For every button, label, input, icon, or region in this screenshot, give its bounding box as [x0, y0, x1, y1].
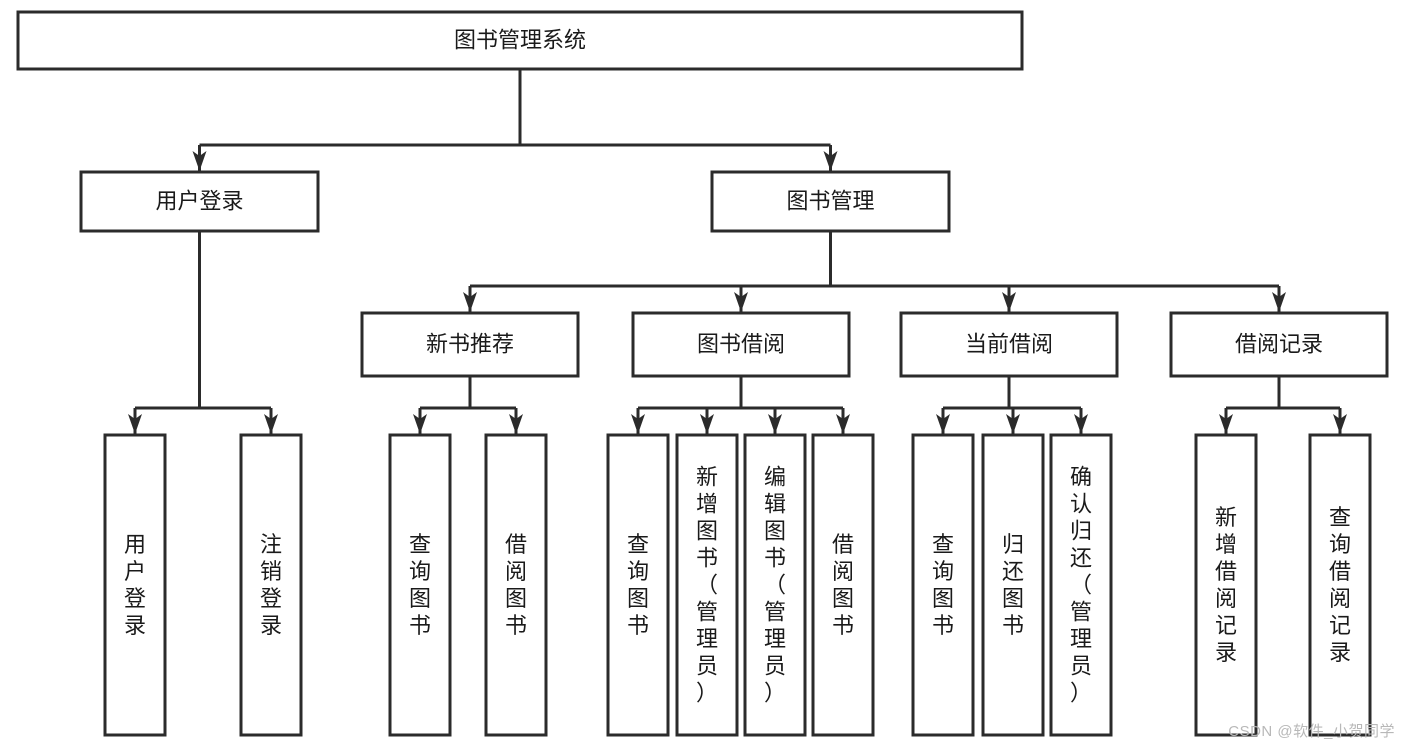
- node-box[interactable]: [360, 311, 580, 378]
- node-label: 用户登录: [124, 532, 146, 638]
- arrow-head-icon: [936, 414, 950, 434]
- node-box[interactable]: [388, 433, 452, 737]
- leaf-node[interactable]: 查询图书: [606, 433, 670, 737]
- leaf-node[interactable]: 归还图书: [981, 433, 1045, 737]
- leaf-node[interactable]: 借阅图书: [811, 433, 875, 737]
- node-box[interactable]: [981, 433, 1045, 737]
- node-label: 用户登录: [155, 188, 243, 213]
- leaf-node[interactable]: 借阅图书: [484, 433, 548, 737]
- node-label: 查询图书: [409, 532, 431, 638]
- arrow-head-icon: [192, 151, 207, 171]
- node-label: 查询图书: [627, 532, 649, 638]
- node-box[interactable]: [899, 311, 1119, 378]
- node-box[interactable]: [79, 170, 320, 233]
- arrow-head-icon: [768, 414, 782, 434]
- level2-node[interactable]: 图书借阅: [631, 311, 851, 378]
- node-box[interactable]: [631, 311, 851, 378]
- node-label: 注销登录: [260, 532, 282, 638]
- node-box[interactable]: [1049, 433, 1113, 737]
- node-box[interactable]: [675, 433, 739, 737]
- leaf-node[interactable]: 新增图书（管理员）: [675, 433, 739, 737]
- node-label: 图书借阅: [697, 331, 785, 356]
- node-label: 归还图书: [1002, 532, 1024, 638]
- arrow-head-icon: [700, 414, 714, 434]
- node-box[interactable]: [239, 433, 303, 737]
- node-box[interactable]: [103, 433, 167, 737]
- level2-node[interactable]: 借阅记录: [1169, 311, 1389, 378]
- node-label: 编辑图书（管理员）: [764, 465, 786, 706]
- arrow-head-icon: [413, 414, 427, 434]
- arrow-head-icon: [1272, 292, 1286, 312]
- node-box[interactable]: [743, 433, 807, 737]
- node-label: 当前借阅: [965, 331, 1053, 356]
- arrow-head-icon: [1074, 414, 1088, 434]
- arrow-head-icon: [128, 414, 142, 434]
- node-box[interactable]: [606, 433, 670, 737]
- level2-node[interactable]: 当前借阅: [899, 311, 1119, 378]
- connector-layer: [128, 69, 1347, 434]
- node-label: 新增借阅记录: [1215, 505, 1237, 665]
- node-label: 图书管理: [786, 188, 874, 213]
- leaf-node[interactable]: 用户登录: [103, 433, 167, 737]
- arrow-head-icon: [823, 151, 838, 171]
- arrow-head-icon: [1219, 414, 1233, 434]
- leaf-node[interactable]: 查询图书: [911, 433, 975, 737]
- leaf-node[interactable]: 新增借阅记录: [1194, 433, 1258, 737]
- node-label: 新增图书（管理员）: [696, 465, 718, 706]
- root-node[interactable]: 图书管理系统: [16, 10, 1024, 71]
- node-label: 查询图书: [932, 532, 954, 638]
- leaf-node[interactable]: 注销登录: [239, 433, 303, 737]
- node-box[interactable]: [1169, 311, 1389, 378]
- arrow-head-icon: [1006, 414, 1020, 434]
- node-box[interactable]: [1308, 433, 1372, 737]
- node-box[interactable]: [911, 433, 975, 737]
- node-box[interactable]: [1194, 433, 1258, 737]
- level1-node[interactable]: 用户登录: [79, 170, 320, 233]
- arrow-head-icon: [264, 414, 278, 434]
- node-label: 借阅图书: [505, 532, 527, 638]
- arrow-head-icon: [631, 414, 645, 434]
- node-box[interactable]: [710, 170, 951, 233]
- node-label: 图书管理系统: [454, 27, 586, 52]
- level2-node[interactable]: 新书推荐: [360, 311, 580, 378]
- arrow-head-icon: [463, 292, 477, 312]
- leaf-node[interactable]: 查询借阅记录: [1308, 433, 1372, 737]
- node-label: 借阅图书: [832, 532, 854, 638]
- arrow-head-icon: [509, 414, 523, 434]
- node-box[interactable]: [16, 10, 1024, 71]
- node-label: 新书推荐: [426, 331, 514, 356]
- node-box[interactable]: [811, 433, 875, 737]
- arrow-head-icon: [734, 292, 748, 312]
- node-label: 确认归还（管理员）: [1070, 465, 1092, 706]
- leaf-node[interactable]: 查询图书: [388, 433, 452, 737]
- level1-node[interactable]: 图书管理: [710, 170, 951, 233]
- node-label: 借阅记录: [1235, 331, 1323, 356]
- arrow-head-icon: [836, 414, 850, 434]
- arrow-head-icon: [1002, 292, 1016, 312]
- leaf-node[interactable]: 编辑图书（管理员）: [743, 433, 807, 737]
- arrow-head-icon: [1333, 414, 1347, 434]
- node-label: 查询借阅记录: [1329, 505, 1351, 665]
- node-box[interactable]: [484, 433, 548, 737]
- node-layer: 图书管理系统用户登录图书管理新书推荐图书借阅当前借阅借阅记录用户登录注销登录查询…: [16, 10, 1389, 737]
- leaf-node[interactable]: 确认归还（管理员）: [1049, 433, 1113, 737]
